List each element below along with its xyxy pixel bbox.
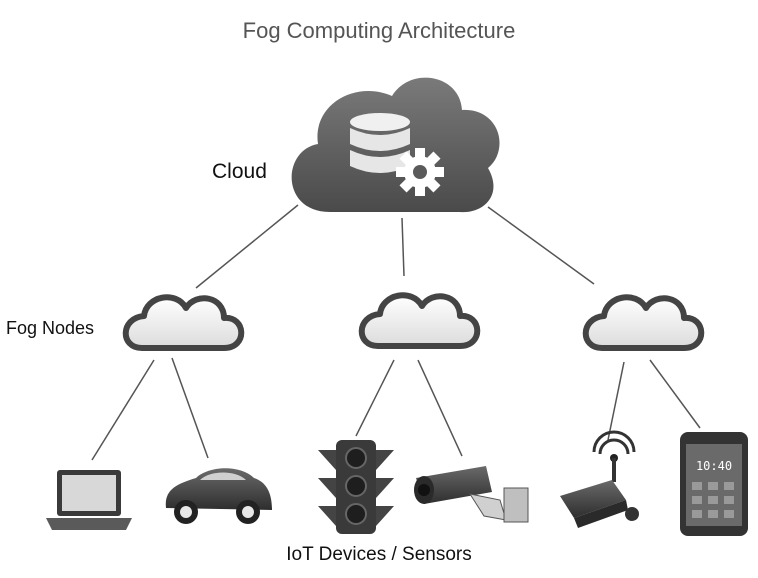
line-fog-camera (417, 359, 463, 457)
line-fog-router (607, 361, 625, 441)
fog-cloud-icon (362, 295, 478, 346)
fog-nodes-label: Fog Nodes (6, 318, 95, 338)
fog-cloud-icon (586, 297, 702, 348)
car-icon (165, 468, 272, 524)
smartphone-icon: 10:40 (680, 432, 748, 536)
phone-clock: 10:40 (696, 459, 732, 473)
line-fog-laptop (91, 359, 155, 461)
laptop-icon (46, 470, 132, 530)
line-fog-phone (649, 359, 701, 429)
line-fog-car (171, 357, 209, 459)
cloud-label: Cloud (212, 160, 267, 183)
iot-devices-label: IoT Devices / Sensors (286, 544, 472, 565)
database-icon (350, 113, 410, 173)
gear-icon (396, 148, 444, 196)
cloud-icon (291, 77, 500, 213)
line-fog-traffic-light (355, 359, 395, 437)
security-camera-icon (414, 466, 529, 523)
traffic-light-icon (318, 440, 394, 534)
line-cloud-fog-right (487, 206, 595, 285)
line-cloud-fog-left (195, 204, 299, 289)
diagram-title: Fog Computing Architecture (242, 18, 516, 43)
connector-lines (91, 204, 701, 461)
fog-cloud-icon (126, 297, 242, 348)
line-cloud-fog-middle (401, 217, 405, 277)
router-sensor-icon (560, 430, 639, 528)
